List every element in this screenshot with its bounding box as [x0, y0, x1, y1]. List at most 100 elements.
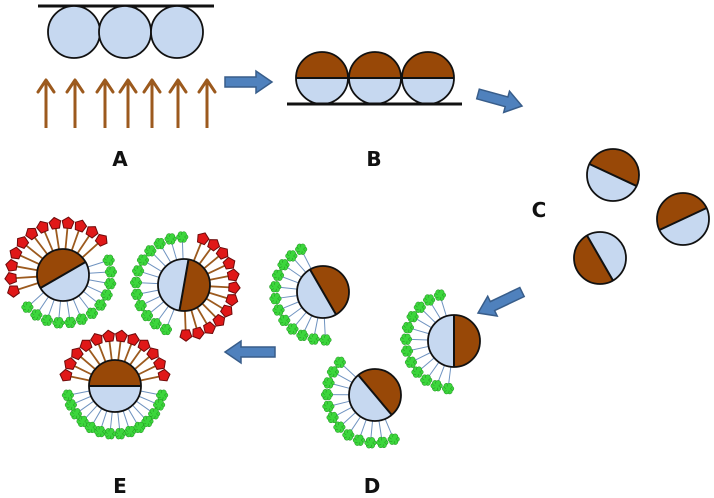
arrow-head	[118, 78, 138, 94]
stage-e-fully-functionalized-particles	[4, 216, 241, 440]
ligand-stem	[350, 416, 361, 432]
ligand-stem	[74, 395, 92, 404]
ligand-stem	[30, 292, 45, 305]
ligand-stem	[78, 295, 90, 311]
stage-d-half-functionalized-particles	[269, 243, 481, 449]
green-ligand-icon	[102, 254, 115, 266]
green-ligand-icon	[103, 428, 116, 440]
janus-particle	[427, 314, 481, 368]
ligand-stem	[281, 276, 299, 284]
ligand-stem	[287, 306, 303, 319]
arrow-head	[65, 78, 85, 94]
flower-center	[153, 321, 158, 326]
flower-center	[337, 360, 343, 365]
green-ligand-icon	[114, 428, 127, 440]
block-arrow-icon	[224, 69, 274, 95]
flower-center	[324, 392, 330, 397]
flower-center	[148, 248, 153, 254]
ligand-stem	[92, 408, 103, 425]
flower-center	[445, 386, 451, 391]
ligand-stem	[82, 290, 98, 303]
cap-boundary	[39, 261, 87, 289]
green-ligand-icon	[326, 366, 339, 378]
flower-center	[168, 236, 173, 242]
green-ligand-icon	[156, 389, 169, 401]
green-ligand-icon	[104, 278, 117, 290]
ligand-stem	[87, 347, 101, 366]
ligand-stem	[140, 282, 159, 285]
red-ligand-icon	[5, 258, 18, 272]
red-ligand-icon	[102, 329, 115, 343]
green-ligand-icon	[307, 333, 320, 345]
flower-center	[281, 262, 286, 267]
janus-particle	[573, 231, 627, 285]
stage-c-released-janus-particles	[573, 148, 710, 285]
janus-particle	[157, 258, 211, 312]
ligand-stem	[370, 420, 374, 439]
ligand-stem	[410, 345, 429, 351]
particle	[150, 5, 204, 59]
ligand-stem	[359, 419, 367, 437]
green-ligand-icon	[153, 237, 166, 250]
block-arrow-icon	[476, 286, 526, 317]
flower-center	[135, 268, 141, 274]
ligand-stem	[192, 242, 203, 262]
green-ligand-icon	[52, 317, 65, 329]
green-ligand-icon	[164, 233, 177, 245]
block-arrow-icon	[475, 88, 524, 114]
green-ligand-icon	[30, 309, 43, 321]
ligand-stem	[448, 366, 452, 385]
flower-center	[330, 369, 336, 375]
ligand-stem	[198, 247, 212, 265]
green-ligand-icon	[277, 259, 290, 271]
ligand-stem	[166, 308, 175, 326]
flower-center	[417, 305, 423, 310]
green-ligand-icon	[272, 304, 285, 316]
flower-center	[300, 333, 305, 338]
flower-center	[403, 337, 409, 342]
particle-outline	[36, 248, 90, 302]
flower-center	[98, 302, 103, 308]
green-ligand-icon	[399, 333, 413, 345]
red-ligand-icon	[35, 220, 49, 234]
flower-center	[108, 269, 114, 275]
red-ligand-icon	[192, 326, 205, 340]
flower-center	[282, 318, 287, 323]
green-ligand-icon	[136, 254, 150, 266]
ligand-stem	[141, 271, 160, 278]
flower-center	[68, 402, 74, 408]
ligand-stem	[86, 285, 104, 294]
green-ligand-icon	[149, 318, 162, 330]
arrow-head	[197, 78, 217, 94]
green-ligand-icon	[278, 314, 291, 327]
ligand-stem	[208, 291, 229, 300]
ligand-stem	[78, 400, 95, 412]
ligand-stem	[144, 295, 161, 305]
red-ligand-icon	[137, 339, 151, 353]
ligand-stem	[323, 317, 326, 336]
ligand-stem	[414, 352, 431, 361]
ligand-stem	[207, 264, 226, 275]
janus-particle	[296, 265, 350, 319]
red-ligand-icon	[4, 272, 17, 285]
green-ligand-icon	[271, 269, 285, 281]
ligand-stem	[420, 357, 435, 370]
red-ligand-icon	[7, 285, 20, 298]
red-ligand-icon	[225, 294, 239, 307]
ligand-stem	[332, 383, 350, 389]
red-ligand-icon	[59, 368, 73, 382]
flower-center	[346, 432, 351, 438]
arrow-head	[142, 78, 162, 94]
flower-center	[97, 429, 103, 434]
janus-particle	[401, 51, 455, 105]
red-ligand-icon	[25, 227, 39, 241]
particle-cap	[89, 360, 141, 386]
green-ligand-icon	[413, 301, 426, 313]
green-ligand-icon	[134, 299, 147, 312]
green-ligand-icon	[401, 345, 414, 357]
particle-cap	[574, 235, 613, 284]
janus-particle	[586, 148, 640, 202]
ligand-stem	[47, 299, 55, 317]
ligand-stem	[411, 328, 430, 335]
flower-center	[415, 369, 420, 375]
